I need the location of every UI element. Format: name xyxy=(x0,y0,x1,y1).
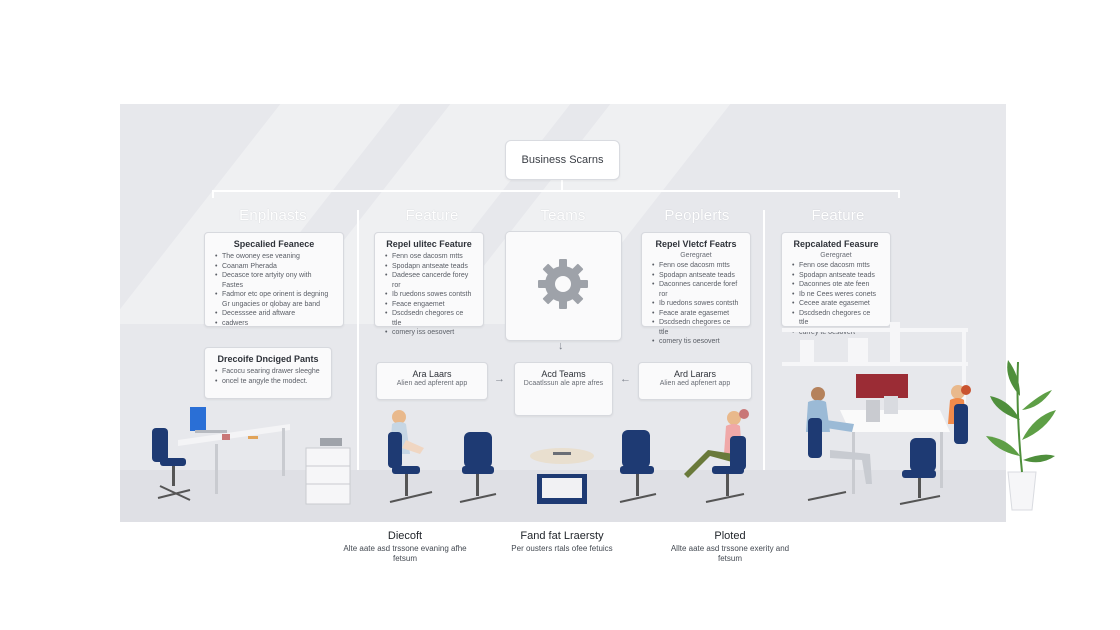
card-item: Cecee arate egasemet xyxy=(792,299,881,309)
caption-desc: Alte aate asd trssone evaning afhe fetsu… xyxy=(343,544,467,563)
laptop-icon xyxy=(866,400,880,422)
card-list: Fenn ose dacosm mtts Spodapn antseate te… xyxy=(651,261,741,347)
feature-card: Repel ulitec Feature Fenn ose dacosm mtt… xyxy=(374,232,484,337)
card-item: Spodapn antseate teads xyxy=(792,271,881,281)
left-desk xyxy=(178,407,290,494)
caption-desc: Per ousters rtals ofee fetuics xyxy=(511,544,613,553)
card-title: Repel ulitec Feature xyxy=(386,239,472,249)
card-item: Spodapn antseate teads xyxy=(652,271,741,281)
scene-caption: Ploted Allte aate asd trssone exerity an… xyxy=(660,530,800,564)
small-card-desc: Dcaatlssun ale apre afres xyxy=(523,380,604,387)
card-item: Dscdsedn chegores ce ttle xyxy=(652,318,741,337)
card-item: Facocu searing drawer sleeghe xyxy=(215,367,322,377)
card-item: Fenn ose dacosm mtts xyxy=(652,261,741,271)
card-item: Dadesee cancerde forey ror xyxy=(385,271,474,290)
column-heading: Peoplerts xyxy=(664,207,730,224)
feature-card: Drecoife Dnciged Pants Facocu searing dr… xyxy=(204,347,332,399)
card-item: Fadmor etc ope orinent is degning Gr ung… xyxy=(215,290,334,309)
caption-title: Ploted xyxy=(714,530,746,542)
small-card-desc: Alien aed apfenert app xyxy=(659,380,731,387)
card-item: Daconnes cancerde foref ror xyxy=(652,280,741,299)
card-item: Ib ne Cees weres conets xyxy=(792,290,881,300)
card-list: Facocu searing drawer sleeghe oncel te a… xyxy=(214,367,322,386)
monitor-icon xyxy=(190,407,206,431)
arrow-down-icon: ↓ xyxy=(558,340,564,352)
seated-person xyxy=(388,410,433,503)
meeting-table xyxy=(530,448,594,504)
card-item: comery tis oesovert xyxy=(652,337,741,347)
column-heading: Teams xyxy=(540,207,586,224)
card-list: Fenn ose dacosm mtts Spodapn antseate te… xyxy=(384,252,474,338)
card-item: Feace engaemet xyxy=(385,300,474,310)
potted-plant xyxy=(986,360,1056,511)
seated-person xyxy=(948,385,971,444)
tree-connector xyxy=(212,190,900,192)
small-card: Ara Laars Alien aed apferent app xyxy=(376,362,488,400)
card-item: cadwers xyxy=(215,319,334,329)
column-heading: Enplnasts xyxy=(239,207,307,224)
caption-title: Fand fat Lraersty xyxy=(520,530,604,542)
feature-card: Specalied Feanece The owoney ese veaning… xyxy=(204,232,344,328)
office-chair xyxy=(899,438,941,505)
file-cabinet xyxy=(305,438,351,505)
arrow-left-icon: ← xyxy=(620,373,631,385)
caption-desc: Allte aate asd trssone exerity and fetsu… xyxy=(670,544,790,563)
seated-person xyxy=(684,409,749,503)
card-title: Drecoife Dnciged Pants xyxy=(217,354,319,364)
small-card: Ard Larars Alien aed apfenert app xyxy=(638,362,752,400)
card-item: The owoney ese veaning xyxy=(215,252,334,262)
card-list: The owoney ese veaning Coanam Pherada De… xyxy=(214,252,334,328)
office-chair xyxy=(459,432,497,503)
column-heading: Feature xyxy=(405,207,459,224)
office-chair xyxy=(619,430,657,503)
card-item: Ib ruedons sowes contsth xyxy=(652,299,741,309)
card-item: Spodapn antseate teads xyxy=(385,262,474,272)
card-title: Specalied Feanece xyxy=(233,239,315,249)
card-item: Decasce tore artyity ony with Fastes xyxy=(215,271,334,290)
card-item: Dscdsedn chegores ce ttle xyxy=(385,309,474,328)
office-chair xyxy=(152,428,191,501)
arrow-right-icon: → xyxy=(494,373,505,385)
card-item: comery iss oesovert xyxy=(385,328,474,338)
caption-title: Diecoft xyxy=(387,530,423,542)
card-title: Repcalated Feasure xyxy=(793,239,879,249)
card-item: Feace arate egasemet xyxy=(652,309,741,319)
tree-connector xyxy=(561,178,563,192)
card-subtitle: Geregraet xyxy=(680,252,712,259)
column-heading: Feature xyxy=(811,207,865,224)
card-title: Repel Vletcf Featrs xyxy=(655,239,737,249)
small-card-title: Ara Laars xyxy=(412,369,452,379)
seated-person xyxy=(806,387,872,501)
gear-icon xyxy=(538,259,588,309)
card-subtitle: Geregraet xyxy=(820,252,852,259)
right-desk xyxy=(840,374,950,494)
scene-caption: Diecoft Alte aate asd trssone evaning af… xyxy=(335,530,475,564)
card-item: Ib ruedons sowes contsth xyxy=(385,290,474,300)
small-card-title: Acd Teams xyxy=(541,369,586,379)
wall-screen xyxy=(856,374,908,398)
small-card-desc: Alien aed apferent app xyxy=(396,380,468,387)
root-node: Business Scarns xyxy=(505,140,620,180)
card-item: Fenn ose dacosm mtts xyxy=(385,252,474,262)
tree-connector xyxy=(212,190,214,198)
card-item: Coanam Pherada xyxy=(215,262,334,272)
shelving-unit xyxy=(782,322,968,408)
card-item: Decesssee arid aftware xyxy=(215,309,334,319)
small-card: Acd Teams Dcaatlssun ale apre afres xyxy=(514,362,613,416)
small-card-title: Ard Larars xyxy=(673,369,717,379)
scene-caption: Fand fat Lraersty Per ousters rtals ofee… xyxy=(492,530,632,554)
column-divider xyxy=(763,210,765,510)
card-item: oncel te angyle the modect. xyxy=(215,377,322,387)
feature-card: Repel Vletcf Featrs Geregraet Fenn ose d… xyxy=(641,232,751,346)
column-divider xyxy=(357,210,359,510)
card-item: Dscdsedn chegores ce ttle xyxy=(792,309,881,328)
card-item: Daconnes ote ate feen xyxy=(792,280,881,290)
card-item: Fenn ose dacosm mtts xyxy=(792,261,881,271)
tree-connector xyxy=(898,190,900,198)
teams-gear-card xyxy=(505,231,622,341)
